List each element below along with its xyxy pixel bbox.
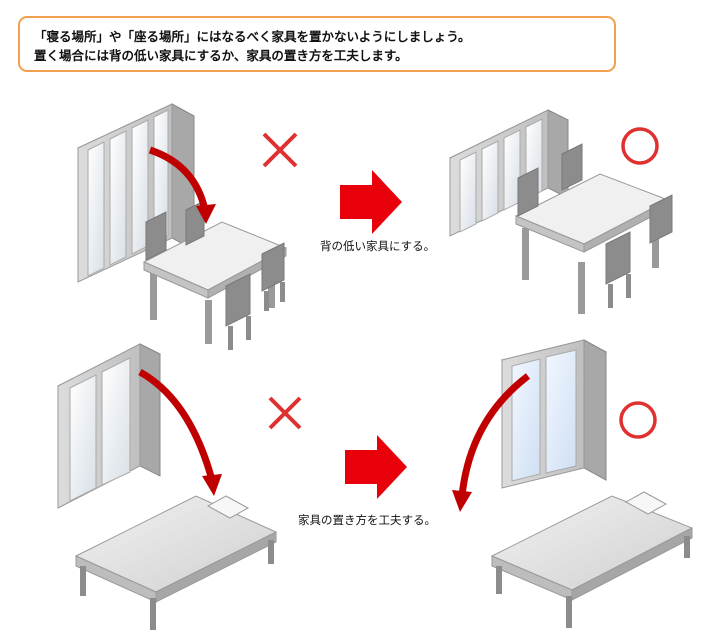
right-arrow-icon	[340, 170, 402, 234]
dining-bad-scene	[76, 103, 288, 350]
circle-icon	[621, 127, 659, 165]
low-cabinet	[448, 109, 570, 237]
dining-chairs	[517, 143, 673, 308]
caption-low-furniture: 背の低い家具にする。	[320, 239, 436, 253]
tall-cabinet	[500, 339, 608, 489]
caption-placement: 家具の置き方を工夫する。	[298, 513, 436, 527]
cross-icon	[268, 396, 302, 430]
pillow	[624, 491, 668, 515]
bed	[490, 491, 694, 628]
circle-icon	[619, 401, 657, 439]
fall-arrow	[138, 368, 216, 481]
advice-box: 「寝る場所」や「座る場所」にはなるべく家具を置かないようにしましょう。 置く場合…	[18, 16, 616, 72]
fall-arrow	[148, 146, 209, 211]
right-arrow-icon	[345, 435, 407, 499]
cross-icon	[262, 132, 298, 168]
bed	[74, 495, 278, 630]
advice-line-2: 置く場合には背の低い家具にするか、家具の置き方を工夫します。	[34, 48, 408, 63]
tall-cabinet	[56, 343, 162, 509]
dining-table	[514, 173, 670, 314]
advice-line-1: 「寝る場所」や「座る場所」にはなるべく家具を置かないようにしましょう。	[34, 29, 471, 44]
dining-good-scene	[448, 109, 673, 314]
bed-bad-scene	[56, 343, 278, 630]
bed-good-scene	[452, 339, 694, 628]
pillow	[206, 495, 250, 519]
fall-arrow	[458, 373, 531, 497]
dining-chairs	[145, 200, 285, 350]
